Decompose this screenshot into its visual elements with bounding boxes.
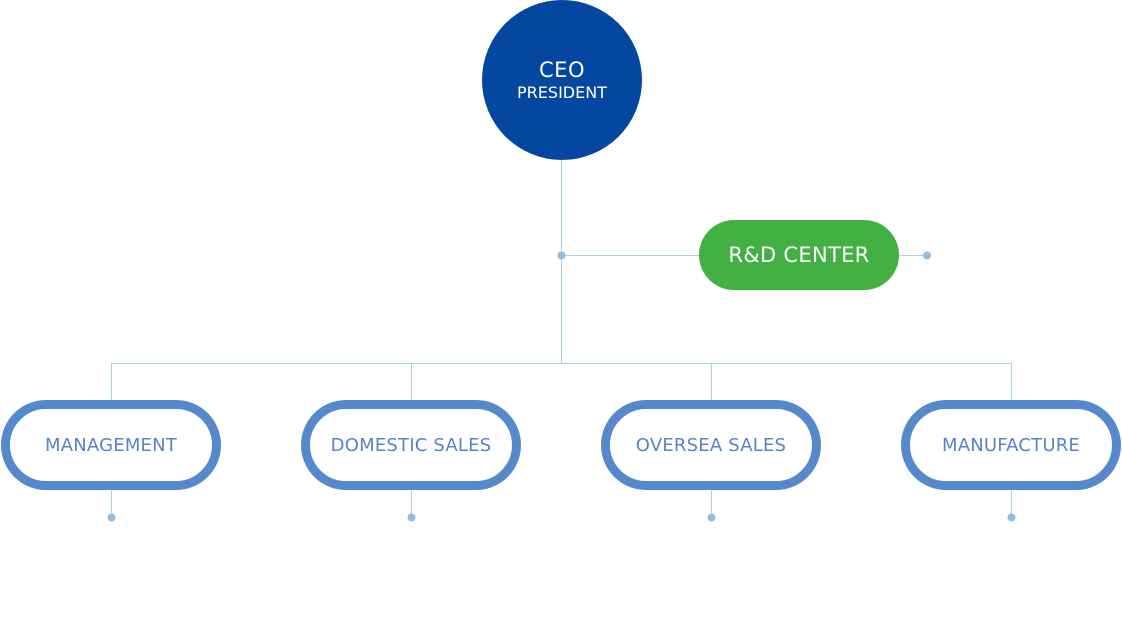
dept-label: MANUFACTURE: [942, 434, 1080, 456]
ceo-title: CEO: [539, 58, 585, 82]
dept-node-oversea-sales: OVERSEA SALES: [601, 400, 821, 490]
rnd-junction-dot: [557, 251, 566, 260]
connector-dots: [107, 251, 1016, 522]
dept-node-manufacture: MANUFACTURE: [901, 400, 1121, 490]
dept-label: DOMESTIC SALES: [330, 434, 492, 456]
connector-paths: [111, 160, 1012, 517]
dept-end-dot-management: [107, 513, 116, 522]
rnd-end-dot: [923, 251, 931, 260]
dept-label: OVERSEA SALES: [635, 434, 787, 456]
dept-end-dot-oversea-sales: [707, 513, 716, 522]
dept-label: MANAGEMENT: [45, 434, 177, 456]
ceo-node: CEO PRESIDENT: [482, 0, 642, 160]
ceo-subtitle: PRESIDENT: [517, 83, 607, 102]
dept-node-management: MANAGEMENT: [1, 400, 221, 490]
dept-node-domestic-sales: DOMESTIC SALES: [301, 400, 521, 490]
dept-end-dot-domestic-sales: [407, 513, 416, 522]
rnd-center-label: R&D CENTER: [728, 243, 870, 267]
rnd-center-node: R&D CENTER: [699, 220, 899, 290]
dept-end-dot-manufacture: [1007, 513, 1016, 522]
